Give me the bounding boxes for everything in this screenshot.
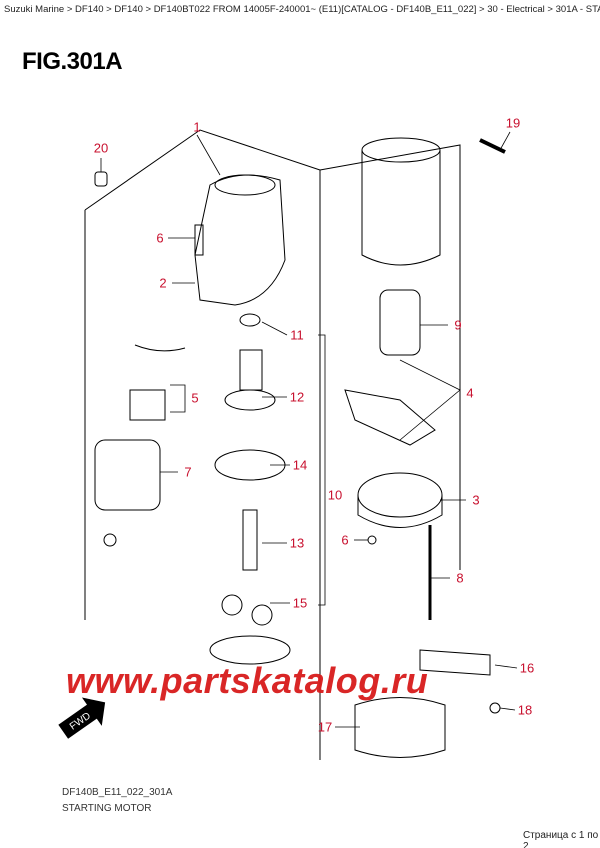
part-5-plunger — [129, 389, 166, 421]
callout-4[interactable]: 4 — [466, 385, 474, 401]
part-11-washer — [239, 313, 261, 327]
diagram-name: STARTING MOTOR — [62, 803, 152, 814]
assembly-frame-right — [319, 144, 461, 570]
callout-6[interactable]: 6 — [156, 230, 164, 246]
part-1-housing — [194, 174, 286, 306]
part-16-band — [419, 649, 491, 676]
callout-10[interactable]: 10 — [327, 487, 343, 503]
part-3-end-cover — [357, 472, 443, 518]
part-17-cover — [354, 697, 446, 758]
callout-20[interactable]: 20 — [93, 140, 109, 156]
yoke-housing — [361, 150, 441, 266]
part-6-bolt — [194, 224, 204, 256]
part-19-bolt — [479, 138, 506, 154]
callout-18[interactable]: 18 — [517, 702, 533, 718]
callout-2[interactable]: 2 — [159, 275, 167, 291]
callout-5[interactable]: 5 — [191, 390, 199, 406]
part-13-shaft — [242, 509, 258, 571]
diagram-code: DF140B_E11_022_301A — [62, 787, 173, 798]
callout-13[interactable]: 13 — [289, 535, 305, 551]
callout-14[interactable]: 14 — [292, 457, 308, 473]
part-9-armature — [379, 289, 421, 356]
callout-15[interactable]: 15 — [292, 595, 308, 611]
part-18-bolt — [489, 702, 501, 714]
figure-title: FIG.301A — [22, 48, 123, 75]
breadcrumb[interactable]: Suzuki Marine > DF140 > DF140 > DF140BT0… — [4, 4, 600, 15]
callout-3[interactable]: 3 — [472, 492, 480, 508]
part-14-gear — [214, 449, 286, 481]
part-15-gear — [221, 594, 243, 616]
part-5-clip — [134, 344, 186, 352]
watermark: www.partskatalog.ru — [66, 660, 429, 701]
callout-9[interactable]: 9 — [454, 317, 462, 333]
callout-7[interactable]: 7 — [184, 464, 192, 480]
part-20-bushing — [94, 171, 108, 187]
callout-17[interactable]: 17 — [317, 719, 333, 735]
part-12-pinion — [239, 349, 263, 391]
part-6-screw — [367, 535, 377, 545]
part-4-brush-holder — [344, 389, 436, 446]
page-indicator[interactable]: Страница с 1 по 2 — [523, 830, 599, 848]
callout-8[interactable]: 8 — [456, 570, 464, 586]
callout-19[interactable]: 19 — [505, 115, 521, 131]
clamp-ring — [209, 635, 291, 665]
callout-6[interactable]: 6 — [341, 532, 349, 548]
callout-11[interactable]: 11 — [290, 327, 304, 343]
callout-12[interactable]: 12 — [289, 389, 305, 405]
callout-1[interactable]: 1 — [193, 119, 201, 135]
assembly-frame-left — [84, 129, 321, 760]
callout-16[interactable]: 16 — [519, 660, 535, 676]
part-7-solenoid — [94, 439, 161, 511]
